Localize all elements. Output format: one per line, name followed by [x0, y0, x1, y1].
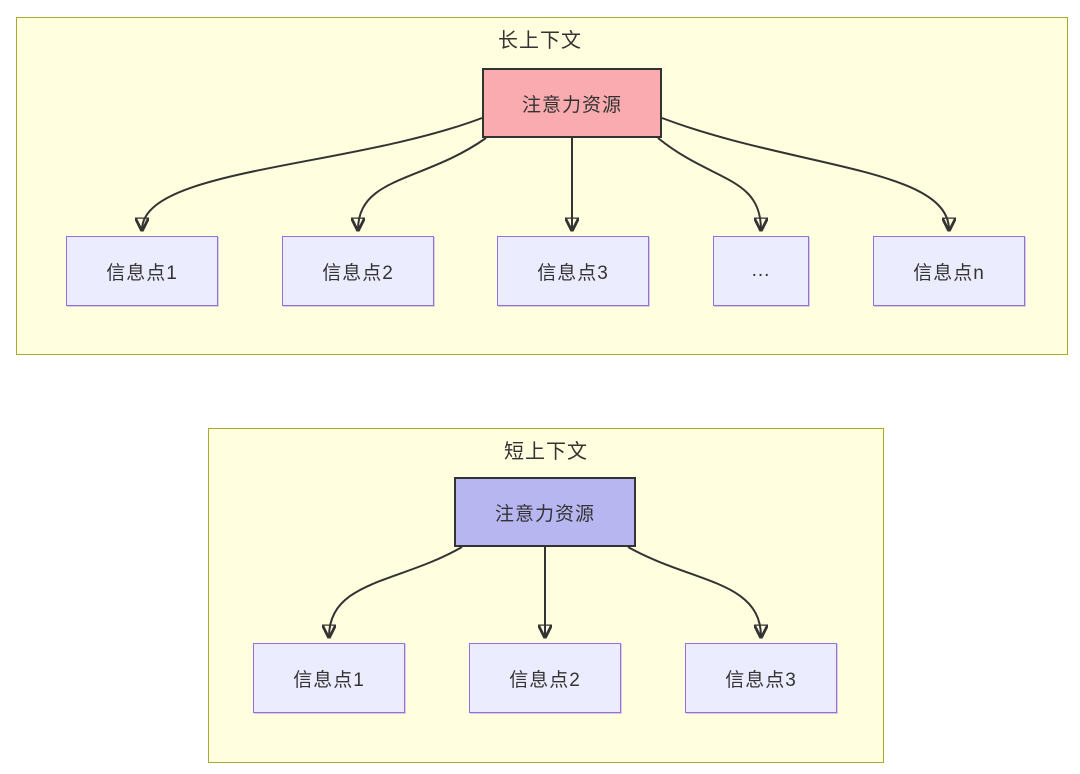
info-node-long-ellipsis: ... — [713, 236, 809, 306]
info-node-short-2: 信息点2 — [469, 643, 621, 713]
long-context-title: 长上下文 — [498, 30, 582, 52]
attention-node-short: 注意力资源 — [454, 477, 636, 547]
info-node-long-1: 信息点1 — [66, 236, 218, 306]
info-node-long-n: 信息点n — [873, 236, 1025, 306]
info-node-short-1: 信息点1 — [253, 643, 405, 713]
short-context-title: 短上下文 — [504, 441, 588, 463]
info-node-short-3: 信息点3 — [685, 643, 837, 713]
info-node-long-3: 信息点3 — [497, 236, 649, 306]
attention-node-long: 注意力资源 — [482, 68, 662, 138]
info-node-long-2: 信息点2 — [282, 236, 434, 306]
